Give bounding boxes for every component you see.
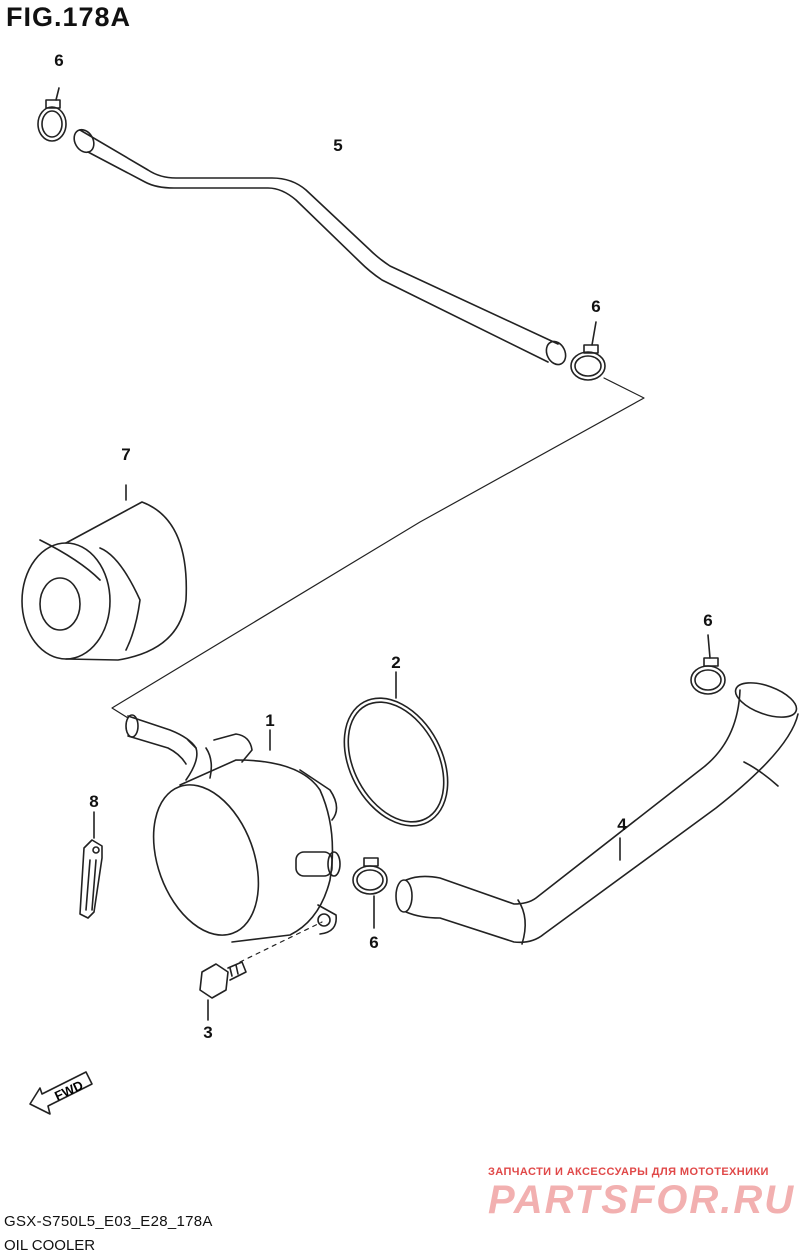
assembly-guide-lines: [111, 377, 645, 963]
fwd-label: FWD: [52, 1077, 85, 1103]
hose-guide-part-8: [79, 811, 103, 919]
figure-title: FIG.178A: [6, 2, 132, 32]
watermark-tagline: ЗАПЧАСТИ И АКСЕССУАРЫ ДЛЯ МОТОТЕХНИКИ: [488, 1166, 769, 1178]
callout-5: 5: [333, 136, 343, 155]
oil-filter-part-7: [21, 484, 188, 661]
callout-7: 7: [121, 445, 131, 464]
callout-6: 6: [369, 933, 379, 952]
callout-1: 1: [265, 711, 275, 730]
clamp-part-6-upper-right: [570, 321, 606, 381]
callout-4: 4: [617, 815, 627, 834]
clamp-part-6-right: [690, 634, 726, 695]
bolt-part-3: [199, 961, 247, 1021]
clamp-part-6-center: [352, 857, 388, 929]
callout-3: 3: [203, 1023, 213, 1042]
callout-6: 6: [591, 297, 601, 316]
watermark-brand: PARTSFOR.RU: [488, 1178, 796, 1222]
fwd-direction-arrow: [29, 1071, 93, 1115]
callout-6: 6: [54, 51, 64, 70]
o-ring-part-2: [343, 671, 449, 827]
hose-part-4: [395, 682, 799, 945]
hose-part-5: [73, 128, 567, 366]
oil-cooler-part-1: [125, 714, 341, 943]
callout-2: 2: [391, 653, 401, 672]
callout-8: 8: [89, 792, 99, 811]
clamp-part-6-top-left: [37, 87, 67, 142]
figure-section-name: OIL COOLER: [4, 1237, 96, 1254]
figure-model-code: GSX-S750L5_E03_E28_178A: [4, 1213, 213, 1230]
callout-6: 6: [703, 611, 713, 630]
